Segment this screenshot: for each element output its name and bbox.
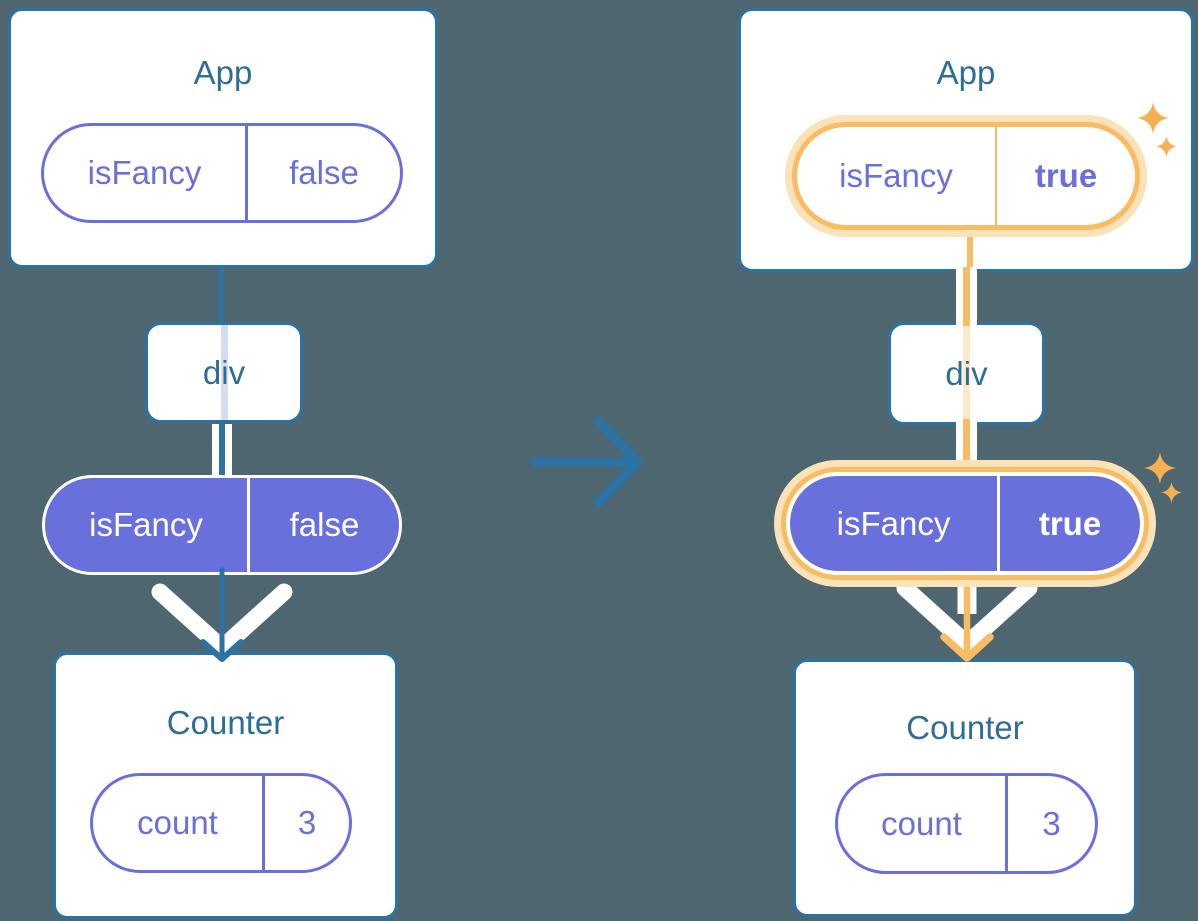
arrow-down-icon-right xyxy=(896,568,1038,662)
prop-pipe-div-to-pill-right xyxy=(956,419,977,472)
div-label-right: div xyxy=(945,354,988,392)
app-title-left: App xyxy=(193,54,253,91)
sparkle-icon xyxy=(1137,102,1169,134)
count-name-cell: count xyxy=(93,776,265,870)
app-card-left: App isFancy false xyxy=(8,8,438,268)
counter-card-right: Counter count 3 xyxy=(793,659,1137,917)
counter-card-left: Counter count 3 xyxy=(53,652,398,919)
state-pill-left: isFancy false xyxy=(42,475,402,575)
count-value-cell: 3 xyxy=(1042,804,1061,842)
sparkle-icon xyxy=(1161,482,1182,503)
arrow-down-icon-left xyxy=(151,567,293,662)
prop-line-through-div-right xyxy=(963,325,970,422)
count-pill-right: count 3 xyxy=(835,773,1098,874)
app-title-right: App xyxy=(936,54,996,91)
div-node-right: div xyxy=(888,322,1045,425)
count-value-cell: 3 xyxy=(297,804,317,841)
div-label-left: div xyxy=(202,353,246,391)
state-name-cell: isFancy xyxy=(790,476,1000,571)
state-value-cell: false xyxy=(289,506,360,543)
div-node-left: div xyxy=(145,322,303,423)
sparkle-icon xyxy=(1144,452,1176,484)
counter-title-right: Counter xyxy=(906,709,1024,746)
prop-pipe-app-to-div-right xyxy=(956,267,977,326)
app-prop-pill-right: isFancy true xyxy=(792,122,1140,230)
count-pill-left: count 3 xyxy=(90,773,352,873)
state-name-cell: isFancy xyxy=(45,478,250,572)
sparkle-icon xyxy=(1156,136,1177,157)
prop-value-cell: true xyxy=(1034,157,1098,194)
app-card-right: App isFancy true xyxy=(738,8,1194,272)
prop-line-in-app-right xyxy=(967,233,973,269)
transition-arrow-right-icon xyxy=(530,416,643,508)
prop-line-through-div-left xyxy=(220,325,228,420)
count-name-cell: count xyxy=(838,776,1008,871)
app-prop-pill-left: isFancy false xyxy=(41,123,403,223)
prop-name-cell: isFancy xyxy=(797,127,997,225)
prop-pipe-div-to-pill-left xyxy=(212,424,232,477)
prop-name-cell: isFancy xyxy=(44,126,248,220)
state-pill-right: isFancy true xyxy=(786,472,1144,575)
prop-value-cell: false xyxy=(289,154,359,191)
state-value-cell: true xyxy=(1038,504,1102,542)
counter-title-left: Counter xyxy=(166,704,285,741)
edge-app-to-div-left xyxy=(219,266,224,324)
